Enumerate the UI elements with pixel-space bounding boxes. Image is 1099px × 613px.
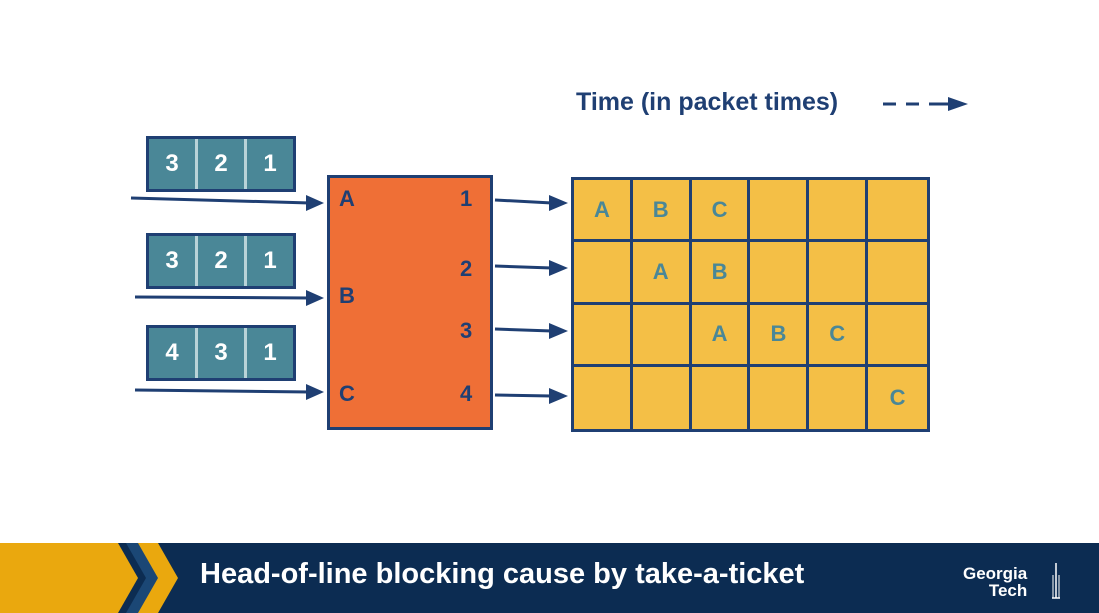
grid-cell: A: [574, 180, 633, 243]
grid-cell: [632, 304, 692, 367]
input-queue-b: 3 2 1: [146, 233, 296, 289]
input-port-c-label: C: [339, 381, 355, 406]
output-arrow-3: [494, 323, 568, 339]
input-arrow-c: [134, 384, 324, 400]
grid-cell: [868, 305, 927, 367]
grid-cell: [574, 304, 633, 367]
output-port-1-label: 1: [460, 186, 473, 211]
logo-line-1: Georgia: [963, 564, 1028, 583]
schedule-grid: A B C A B A B C C: [571, 177, 930, 432]
grid-cell: [574, 242, 633, 305]
footer-gold-chevron: [0, 543, 138, 613]
grid-cell: B: [632, 180, 692, 243]
grid-cell: [868, 180, 927, 243]
output-arrow-2: [494, 260, 568, 276]
grid-cell: [809, 366, 869, 429]
output-arrow-4: [494, 388, 568, 404]
grid-cell: A: [691, 304, 751, 367]
grid-cell: [809, 180, 869, 243]
georgia-tech-logo: Georgia Tech: [963, 565, 1027, 599]
grid-cell: [574, 366, 633, 429]
slide-title: Head-of-line blocking cause by take-a-ti…: [200, 558, 805, 590]
input-port-b-label: B: [339, 283, 355, 308]
grid-cell: [809, 242, 869, 305]
queue-cell: 4: [165, 339, 179, 366]
grid-cell: A: [632, 242, 692, 305]
input-queue-c: 4 3 1: [146, 325, 296, 381]
grid-cell: [692, 366, 751, 429]
footer-bar: [0, 543, 1099, 613]
input-arrow-a: [130, 195, 324, 211]
queue-cell: 2: [195, 236, 244, 286]
time-axis-label: Time (in packet times): [576, 88, 839, 116]
grid-cell: C: [691, 180, 751, 243]
queue-cell: 1: [244, 236, 293, 286]
output-port-4-label: 4: [460, 381, 473, 406]
grid-cell: [750, 242, 810, 305]
grid-cell: [868, 242, 927, 305]
time-arrow: [883, 97, 968, 111]
input-port-a-label: A: [339, 186, 355, 211]
grid-cell: [750, 180, 810, 243]
grid-cell: [750, 366, 810, 429]
queue-cell: 3: [165, 150, 179, 177]
input-queue-a: 3 2 1: [146, 136, 296, 192]
switch-box: [327, 175, 493, 430]
queue-cell: 2: [195, 139, 244, 189]
grid-cell: [633, 366, 692, 429]
queue-cell: 1: [244, 328, 293, 378]
queue-cell: 3: [195, 328, 244, 378]
output-port-3-label: 3: [460, 318, 473, 343]
footer-chevron-accent: [138, 543, 178, 613]
logo-line-2: Tech: [988, 581, 1028, 600]
grid-cell: C: [889, 384, 906, 410]
queue-cell: 3: [165, 247, 179, 274]
grid-cell: C: [809, 304, 869, 367]
output-port-2-label: 2: [460, 256, 473, 281]
input-arrow-b: [134, 290, 324, 306]
grid-cell: B: [750, 304, 810, 367]
queue-cell: 1: [244, 139, 293, 189]
grid-cell: B: [691, 242, 751, 305]
output-arrow-1: [494, 195, 568, 211]
